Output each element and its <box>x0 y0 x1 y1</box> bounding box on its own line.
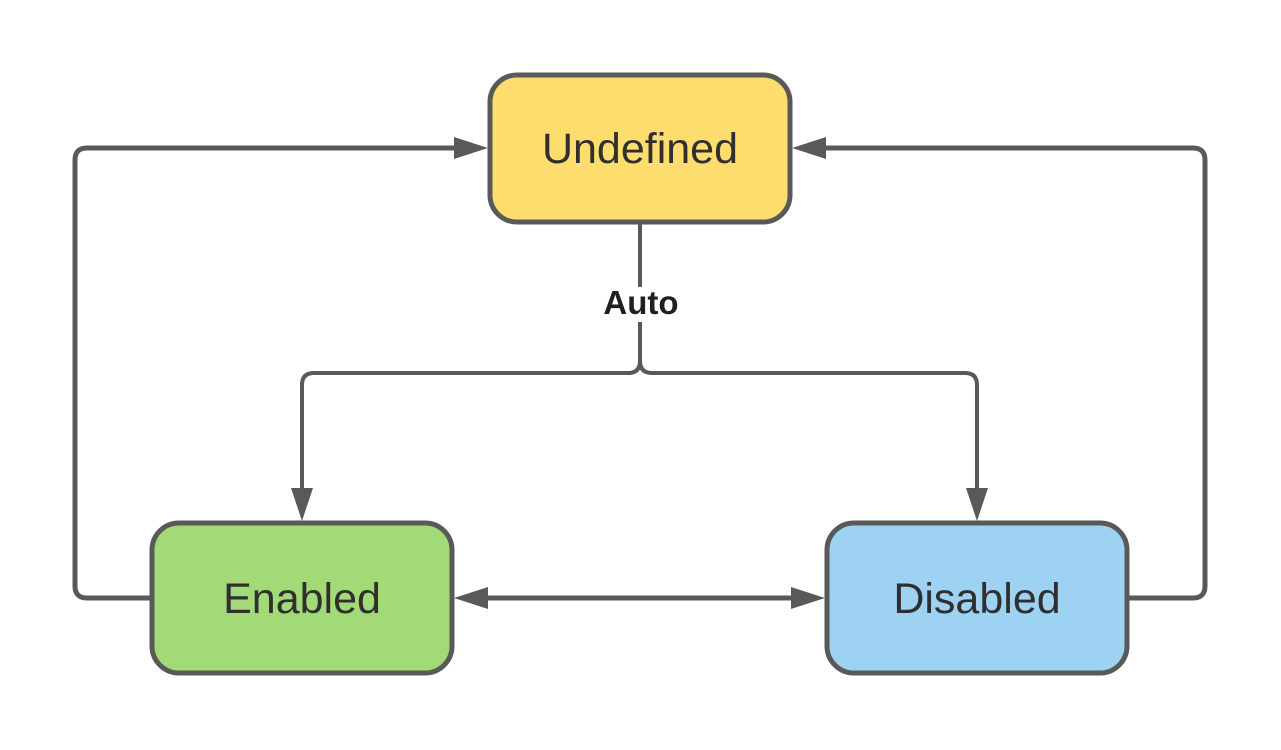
edge-auto-to-disabled <box>638 322 979 490</box>
edge-enabled-to-undefined <box>72 145 456 601</box>
node-enabled <box>149 520 455 676</box>
edge-auto-to-enabled <box>300 322 642 490</box>
node-disabled <box>824 520 1130 676</box>
arrowhead-into-enabled-right <box>454 587 488 609</box>
arrowheads <box>291 137 988 609</box>
node-disabled-label: Disabled <box>893 575 1060 623</box>
nodes <box>149 72 1130 676</box>
node-undefined-label: Undefined <box>542 125 738 173</box>
arrowhead-into-undefined-right <box>792 137 826 159</box>
edge-lines <box>72 145 1208 601</box>
arrowhead-into-disabled-left <box>791 587 825 609</box>
edge-disabled-to-undefined <box>826 145 1208 601</box>
node-enabled-label: Enabled <box>223 575 381 623</box>
arrowhead-into-undefined-left <box>454 137 488 159</box>
arrowhead-into-disabled-top <box>966 488 988 521</box>
edge-auto-label: Auto <box>603 284 678 321</box>
labels: Undefined Enabled Disabled Auto <box>223 125 1061 623</box>
arrowhead-into-enabled-top <box>291 488 313 521</box>
node-undefined <box>487 72 793 225</box>
